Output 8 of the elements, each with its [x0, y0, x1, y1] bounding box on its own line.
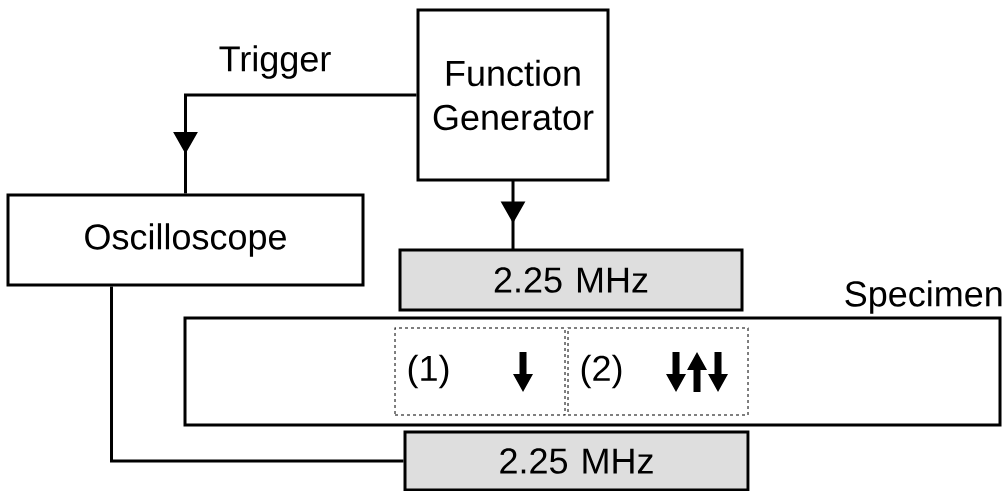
transducer-box: 2.25 MHz [403, 430, 750, 491]
dashed-region: (2) [567, 327, 749, 416]
instrument-box: Oscilloscope [6, 193, 365, 287]
edge-label: Trigger [217, 44, 333, 80]
node-label: Specimen [845, 280, 1002, 314]
instrument-box: Function Generator [416, 8, 610, 182]
transducer-box: 2.25 MHz [398, 248, 744, 312]
dashed-region: (1) [394, 327, 566, 416]
